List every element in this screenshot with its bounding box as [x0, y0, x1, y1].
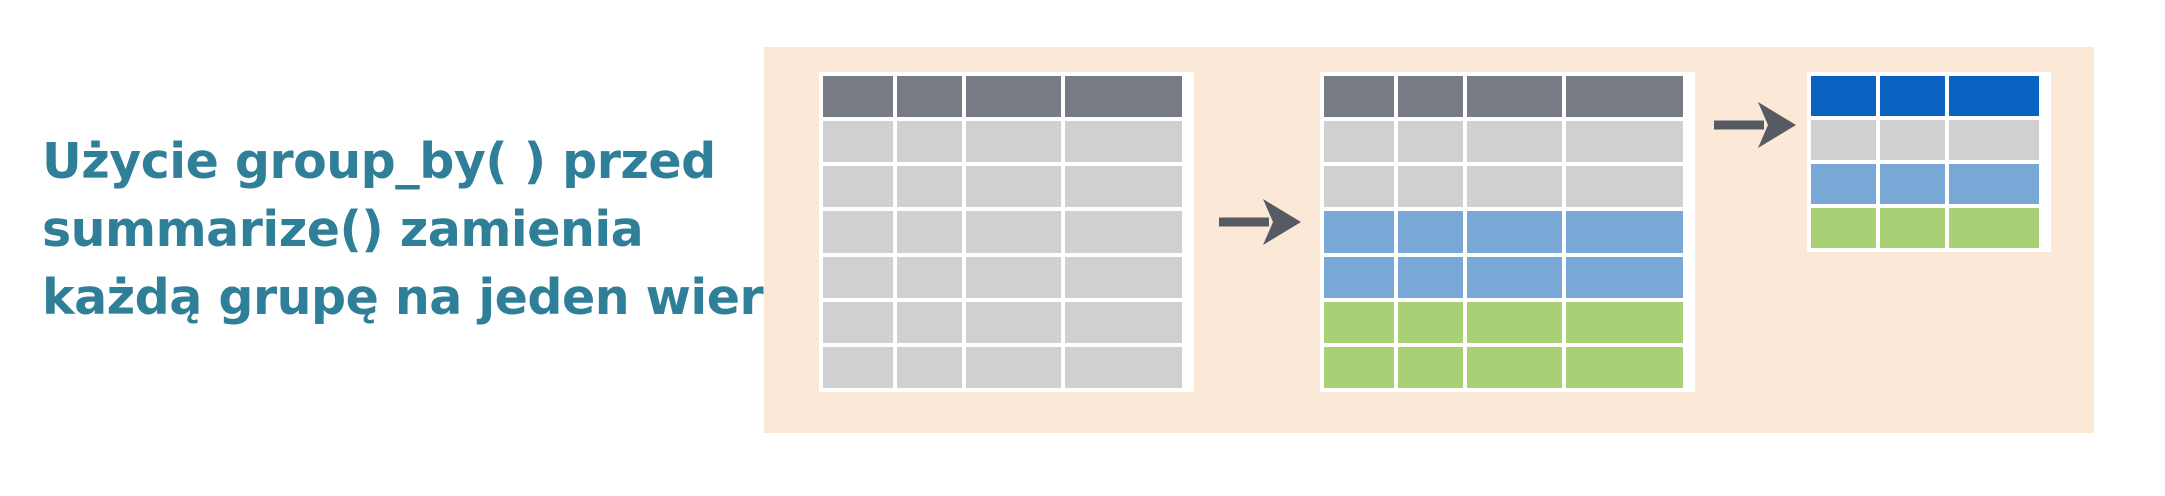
table-cell — [1949, 164, 2039, 204]
table-cell — [1566, 211, 1683, 253]
table-cell — [1324, 301, 1394, 343]
table-cell — [1398, 256, 1463, 298]
table-cell — [966, 301, 1061, 343]
table-cell — [1880, 120, 1945, 160]
table-cell — [1467, 346, 1562, 388]
table-cell — [966, 256, 1061, 298]
table-cell — [897, 76, 962, 118]
table-cell — [1467, 166, 1562, 208]
table-cell — [1566, 346, 1683, 388]
group-by-arrow-icon — [1219, 199, 1301, 245]
table-cell — [823, 346, 893, 388]
table-cell — [1566, 121, 1683, 163]
table-cell — [1398, 121, 1463, 163]
caption-line-3: każdą grupę na jeden wiersz. — [42, 269, 838, 326]
table-cell — [966, 346, 1061, 388]
table-cell — [1065, 346, 1182, 388]
table-cell — [823, 211, 893, 253]
caption-line-2: summarize() zamienia — [42, 201, 644, 258]
table-cell — [897, 166, 962, 208]
summary-table — [1807, 72, 2051, 252]
summarize-arrow-icon — [1714, 102, 1796, 148]
table-cell — [1566, 301, 1683, 343]
table-cell — [1467, 256, 1562, 298]
table-cell — [897, 301, 962, 343]
table-cell — [897, 346, 962, 388]
table-cell — [1880, 164, 1945, 204]
table-cell — [1467, 211, 1562, 253]
table-cell — [966, 121, 1061, 163]
caption-line-1: Użycie group_by( ) przed — [42, 133, 716, 190]
table-cell — [1398, 211, 1463, 253]
table-cell — [966, 76, 1061, 118]
table-cell — [1811, 164, 1876, 204]
table-cell — [823, 301, 893, 343]
table-cell — [1467, 301, 1562, 343]
input-table — [819, 72, 1194, 392]
table-cell — [1324, 211, 1394, 253]
table-cell — [823, 256, 893, 298]
table-cell — [1467, 76, 1562, 118]
table-cell — [1811, 76, 1876, 116]
table-cell — [823, 76, 893, 118]
table-cell — [1949, 120, 2039, 160]
table-cell — [1398, 346, 1463, 388]
table-cell — [1949, 208, 2039, 248]
table-cell — [1324, 76, 1394, 118]
table-cell — [1811, 208, 1876, 248]
table-cell — [823, 166, 893, 208]
table-cell — [1398, 301, 1463, 343]
table-cell — [1566, 166, 1683, 208]
table-cell — [1065, 301, 1182, 343]
table-cell — [1324, 346, 1394, 388]
table-cell — [1065, 76, 1182, 118]
table-cell — [1949, 76, 2039, 116]
diagram-panel — [764, 47, 2094, 433]
table-cell — [1065, 256, 1182, 298]
table-cell — [1398, 76, 1463, 118]
grouped-table — [1320, 72, 1695, 392]
table-cell — [823, 121, 893, 163]
table-cell — [897, 256, 962, 298]
table-cell — [897, 121, 962, 163]
table-cell — [1065, 166, 1182, 208]
table-cell — [1065, 121, 1182, 163]
table-cell — [1324, 166, 1394, 208]
table-cell — [1065, 211, 1182, 253]
table-cell — [1566, 76, 1683, 118]
table-cell — [1880, 208, 1945, 248]
table-cell — [1467, 121, 1562, 163]
table-cell — [1880, 76, 1945, 116]
table-cell — [1324, 256, 1394, 298]
table-cell — [966, 166, 1061, 208]
table-cell — [1398, 166, 1463, 208]
table-cell — [966, 211, 1061, 253]
table-cell — [1566, 256, 1683, 298]
table-cell — [1324, 121, 1394, 163]
caption: Użycie group_by( ) przed summarize() zam… — [42, 128, 838, 332]
table-cell — [1811, 120, 1876, 160]
table-cell — [897, 211, 962, 253]
